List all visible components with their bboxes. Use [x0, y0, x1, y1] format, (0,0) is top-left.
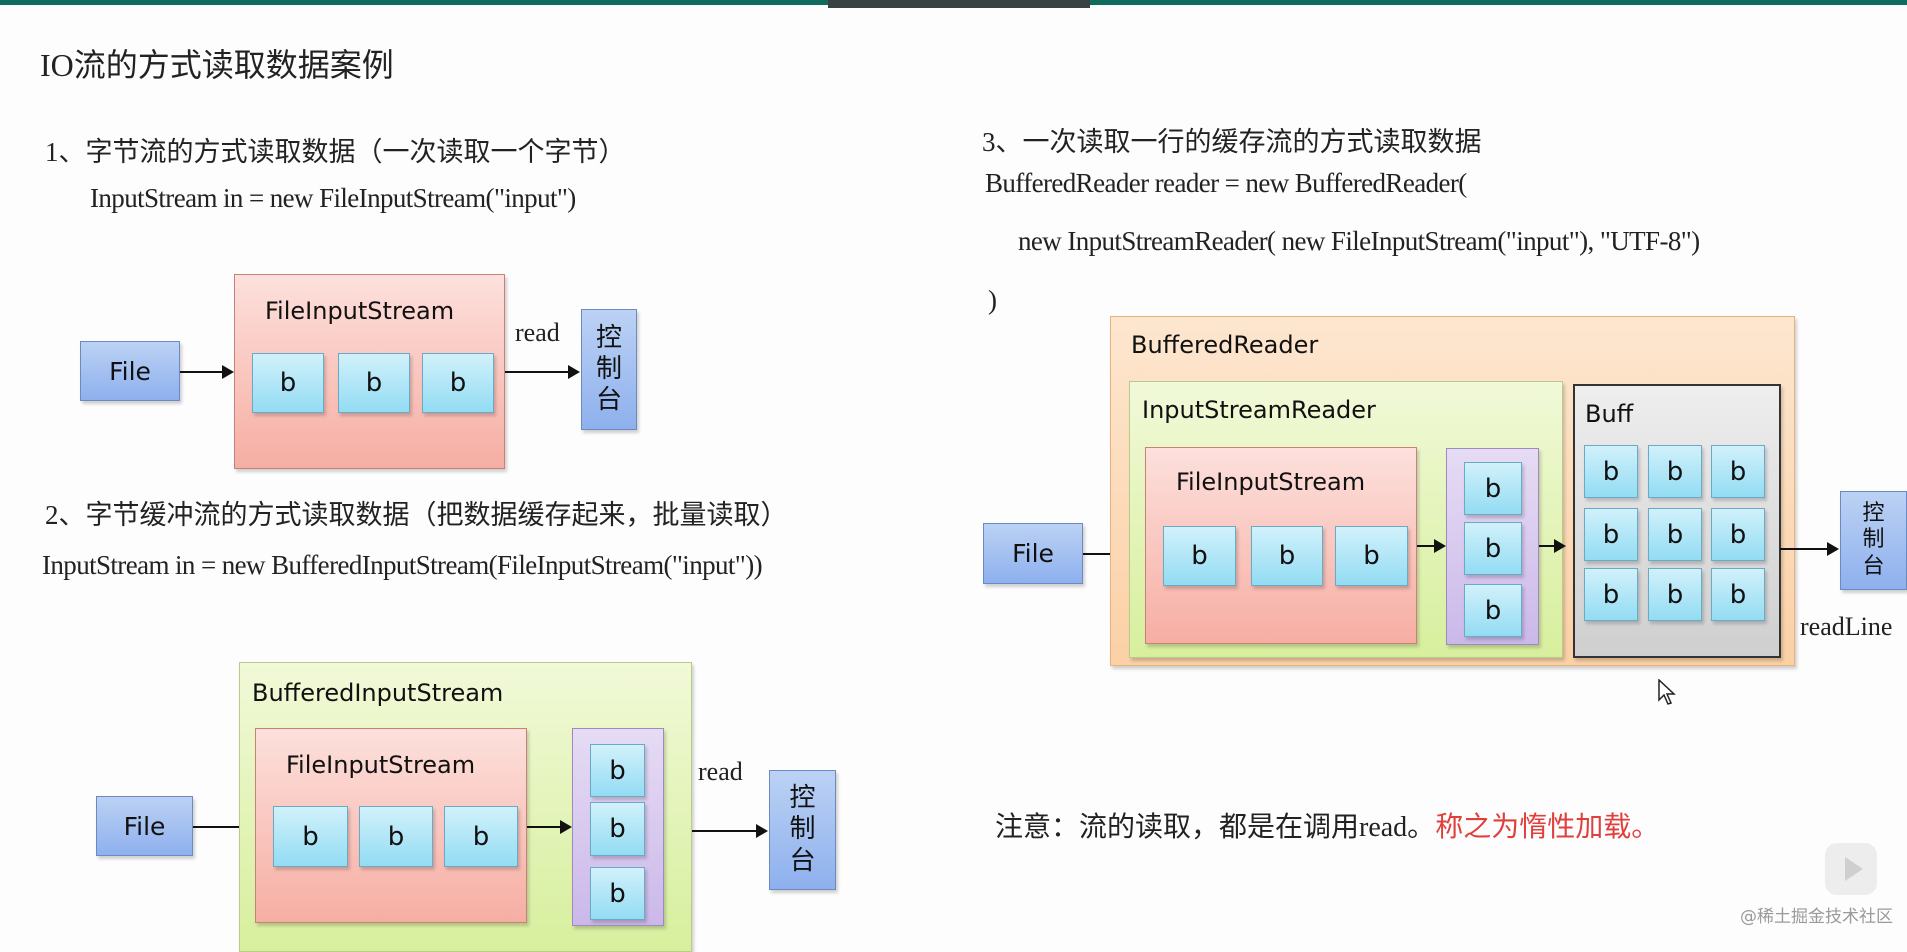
- console-char: 控: [789, 783, 816, 814]
- section-2-code: InputStream in = new BufferedInputStream…: [42, 550, 763, 580]
- arrow: [1539, 539, 1566, 553]
- fileinputstream-box: FileInputStream b b b: [234, 274, 505, 469]
- arrow: [527, 820, 572, 834]
- console-char: 台: [1862, 553, 1885, 579]
- slide-title: IO流的方式读取数据案例: [40, 47, 394, 83]
- fileinputstream-label: FileInputStream: [286, 751, 476, 779]
- byte-box: b: [590, 802, 645, 856]
- byte-box: b: [1584, 445, 1638, 498]
- fileinputstream-box: FileInputStream b b b: [1145, 447, 1417, 644]
- read-label: read: [515, 318, 560, 347]
- byte-box: b: [252, 353, 324, 413]
- arrow: [505, 365, 580, 379]
- byte-box: b: [444, 806, 518, 867]
- console-char: 制: [595, 353, 622, 384]
- byte-box: b: [1648, 508, 1702, 561]
- byte-box: b: [1584, 508, 1638, 561]
- byte-box: b: [1711, 445, 1765, 498]
- section-1-heading: 1、字节流的方式读取数据（一次读取一个字节）: [45, 137, 626, 167]
- byte-box: b: [1335, 526, 1408, 586]
- byte-box: b: [1711, 508, 1765, 561]
- progress-segment: [828, 0, 1090, 8]
- bufferedreader-box: BufferedReader InputStreamReader FileInp…: [1110, 316, 1795, 666]
- section-1-code: InputStream in = new FileInputStream("in…: [90, 183, 576, 213]
- byte-box: b: [338, 353, 410, 413]
- console-char: 制: [1862, 527, 1885, 553]
- console-box: 控 制 台: [1840, 491, 1907, 590]
- buff-box: Buff b b b b b b b b b: [1573, 384, 1781, 658]
- readline-label: readLine: [1800, 612, 1893, 641]
- watermark: @稀土掘金技术社区: [1740, 907, 1893, 927]
- mouse-pointer-icon: [1658, 678, 1676, 711]
- byte-box: b: [422, 353, 494, 413]
- byte-box: b: [590, 744, 645, 797]
- byte-box: b: [1464, 522, 1522, 575]
- file-box: File: [96, 796, 193, 856]
- bufferedinputstream-box: BufferedInputStream FileInputStream b b …: [239, 662, 692, 952]
- console-char: 控: [1862, 500, 1885, 526]
- byte-box: b: [273, 806, 348, 867]
- note-highlight: 称之为惰性加载。: [1435, 812, 1660, 843]
- char-buffer-column: b b b: [1446, 448, 1539, 645]
- fileinputstream-label: FileInputStream: [265, 297, 455, 325]
- fileinputstream-label: FileInputStream: [1176, 468, 1366, 496]
- byte-box: b: [1584, 568, 1638, 621]
- play-icon[interactable]: [1825, 843, 1877, 895]
- buff-label: Buff: [1585, 400, 1634, 428]
- fileinputstream-box: FileInputStream b b b: [255, 728, 527, 923]
- console-char: 台: [595, 385, 622, 416]
- read-label: read: [698, 757, 743, 786]
- file-box: File: [983, 523, 1083, 584]
- arrow: [1417, 539, 1446, 553]
- console-char: 制: [789, 814, 816, 845]
- section-3-code-line-2: new InputStreamReader( new FileInputStre…: [1018, 226, 1700, 256]
- arrow: [1780, 542, 1839, 556]
- byte-box: b: [1648, 568, 1702, 621]
- inputstreamreader-label: InputStreamReader: [1142, 396, 1376, 424]
- byte-box: b: [1251, 526, 1323, 586]
- inputstreamreader-box: InputStreamReader FileInputStream b b b …: [1129, 381, 1566, 658]
- section-3-code-line-3: ): [988, 285, 997, 315]
- byte-box: b: [1464, 584, 1522, 637]
- byte-box: b: [1163, 526, 1236, 586]
- console-char: 台: [789, 845, 816, 876]
- note: 注意：流的读取，都是在调用read。称之为惰性加载。: [995, 805, 1659, 845]
- file-box: File: [80, 341, 180, 401]
- byte-box: b: [359, 806, 433, 867]
- console-box: 控 制 台: [769, 770, 836, 890]
- byte-box: b: [590, 867, 645, 920]
- arrow: [180, 365, 234, 379]
- note-text: 注意：流的读取，都是在调用read。: [995, 812, 1436, 843]
- section-3-heading: 3、一次读取一行的缓存流的方式读取数据: [982, 127, 1482, 157]
- buffer-column: b b b: [572, 728, 664, 926]
- console-box: 控 制 台: [581, 309, 637, 430]
- arrow: [692, 824, 768, 838]
- byte-box: b: [1464, 462, 1522, 515]
- bufferedinputstream-label: BufferedInputStream: [252, 679, 504, 707]
- section-3-code-line-1: BufferedReader reader = new BufferedRead…: [985, 168, 1467, 198]
- console-char: 控: [595, 322, 622, 353]
- byte-box: b: [1648, 445, 1702, 498]
- byte-box: b: [1711, 568, 1765, 621]
- bufferedreader-label: BufferedReader: [1131, 331, 1319, 359]
- section-2-heading: 2、字节缓冲流的方式读取数据（把数据缓存起来，批量读取）: [45, 500, 788, 530]
